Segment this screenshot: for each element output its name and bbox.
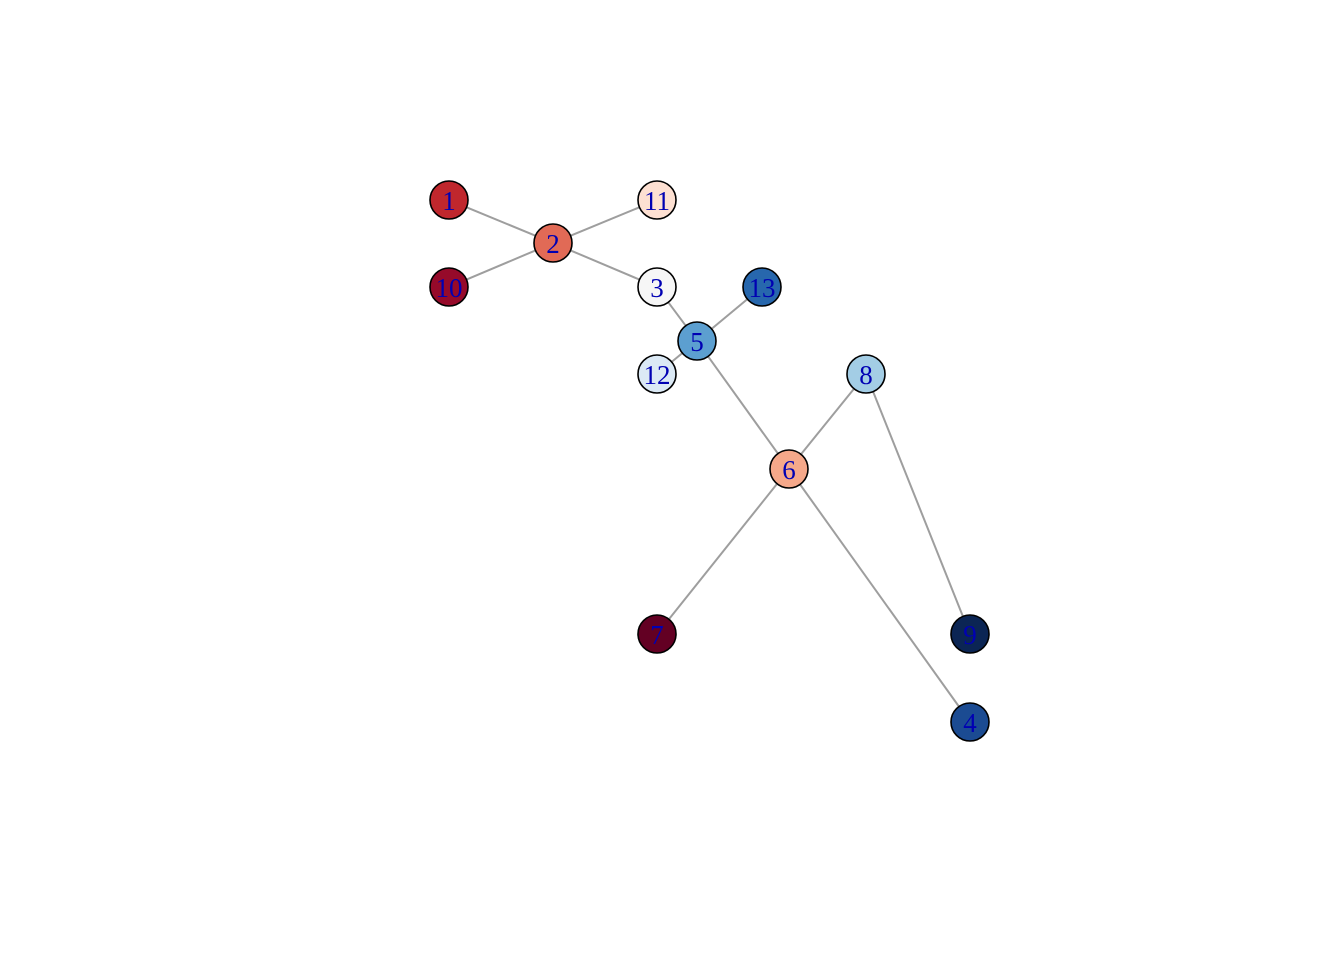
node-circle-9 xyxy=(950,614,990,654)
edge-5-6 xyxy=(707,355,779,455)
node-circle-2 xyxy=(533,223,573,263)
node-11: 11 xyxy=(637,180,677,220)
node-label-6: 6 xyxy=(782,455,796,485)
node-label-1: 1 xyxy=(442,186,456,216)
node-5: 5 xyxy=(677,321,717,361)
node-2: 2 xyxy=(533,223,573,263)
edge-8-9 xyxy=(872,391,964,617)
node-label-13: 13 xyxy=(749,273,776,303)
edge-6-4 xyxy=(799,483,960,708)
edge-11-2 xyxy=(570,206,640,237)
node-10: 10 xyxy=(429,267,469,307)
node-circle-12 xyxy=(637,354,677,394)
node-circle-7 xyxy=(637,614,677,654)
edge-10-2 xyxy=(466,249,536,281)
node-label-4: 4 xyxy=(963,708,977,738)
node-circle-11 xyxy=(637,180,677,220)
node-4: 4 xyxy=(950,702,990,742)
edge-6-7 xyxy=(668,483,778,620)
edge-layer xyxy=(466,206,964,708)
node-circle-4 xyxy=(950,702,990,742)
node-circle-1 xyxy=(429,180,469,220)
node-label-10: 10 xyxy=(436,273,463,303)
node-circle-5 xyxy=(677,321,717,361)
node-label-12: 12 xyxy=(644,360,671,390)
node-circle-3 xyxy=(637,267,677,307)
edge-1-2 xyxy=(466,206,536,237)
node-label-5: 5 xyxy=(690,327,704,357)
node-3: 3 xyxy=(637,267,677,307)
node-circle-6 xyxy=(769,449,809,489)
node-label-11: 11 xyxy=(644,186,670,216)
node-6: 6 xyxy=(769,449,809,489)
edge-12-5 xyxy=(671,352,683,363)
node-circle-8 xyxy=(846,354,886,394)
edge-8-6 xyxy=(800,388,855,455)
node-9: 9 xyxy=(950,614,990,654)
node-label-3: 3 xyxy=(650,273,664,303)
node-8: 8 xyxy=(846,354,886,394)
node-7: 7 xyxy=(637,614,677,654)
edge-3-5 xyxy=(667,301,687,327)
node-label-9: 9 xyxy=(963,620,977,650)
edge-2-3 xyxy=(570,249,640,281)
edge-13-5 xyxy=(710,298,749,330)
node-circle-13 xyxy=(742,267,782,307)
node-circle-10 xyxy=(429,267,469,307)
node-13: 13 xyxy=(742,267,782,307)
node-12: 12 xyxy=(637,354,677,394)
node-label-2: 2 xyxy=(546,229,560,259)
node-1: 1 xyxy=(429,180,469,220)
node-label-8: 8 xyxy=(859,360,873,390)
node-label-7: 7 xyxy=(650,620,664,650)
